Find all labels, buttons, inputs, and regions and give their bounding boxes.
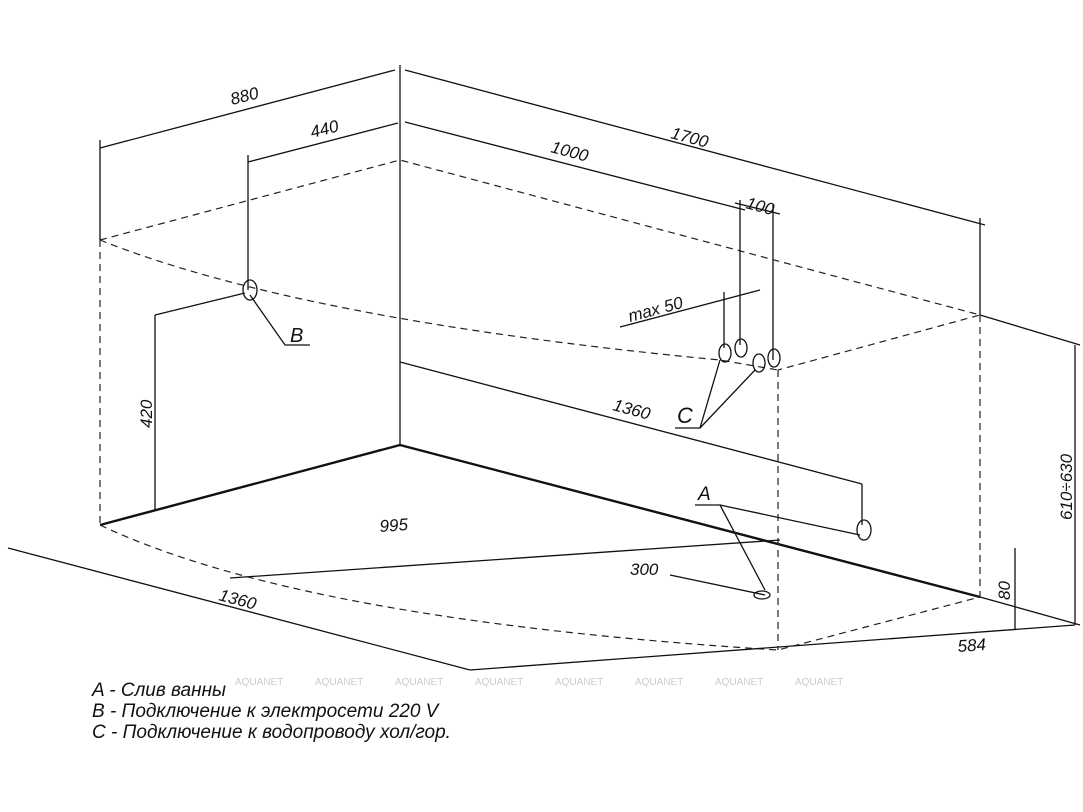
dim-440: 440	[308, 116, 341, 141]
dim-max-50: max 50	[626, 293, 685, 326]
dim-995: 995	[379, 515, 409, 536]
legend-item-a: A - Слив ванны	[92, 680, 227, 701]
svg-text:AQUANET: AQUANET	[395, 677, 443, 688]
legend-item-c: C - Подключение к водопроводу хол/гор.	[92, 722, 451, 743]
bath-rim-back	[99, 159, 983, 371]
dim-880: 880	[228, 83, 261, 108]
svg-text:AQUANET: AQUANET	[635, 677, 683, 688]
dim-100: 100	[744, 194, 777, 220]
svg-text:AQUANET: AQUANET	[315, 677, 363, 688]
svg-text:AQUANET: AQUANET	[555, 677, 603, 688]
dim-300: 300	[630, 560, 659, 579]
legend: A - Слив ванны B - Подключение к электро…	[92, 680, 451, 743]
bath-rim-front	[99, 239, 779, 371]
bath-bottom-front	[99, 524, 981, 651]
back-wall-floor-edge	[399, 443, 981, 599]
dim-420: 420	[137, 399, 156, 428]
legend-item-b: B - Подключение к электросети 220 V	[92, 701, 439, 722]
dim-80: 80	[995, 581, 1014, 600]
left-wall-floor-edge	[99, 443, 401, 527]
dim-584: 584	[957, 635, 987, 656]
marker-b-label: B	[290, 325, 303, 347]
marker-a-label: A	[697, 484, 711, 505]
marker-b-point	[242, 279, 258, 301]
watermark-row: AQUANET AQUANET AQUANET AQUANET AQUANET …	[235, 677, 843, 688]
svg-text:AQUANET: AQUANET	[235, 677, 283, 688]
dim-610-630: 610÷630	[1057, 453, 1076, 520]
marker-a-point	[856, 519, 872, 541]
marker-c-label: C	[677, 403, 693, 428]
svg-text:AQUANET: AQUANET	[475, 677, 523, 688]
dim-1700: 1700	[669, 124, 711, 152]
svg-text:AQUANET: AQUANET	[795, 677, 843, 688]
dim-1360-front: 1360	[217, 586, 259, 614]
svg-text:AQUANET: AQUANET	[715, 677, 763, 688]
